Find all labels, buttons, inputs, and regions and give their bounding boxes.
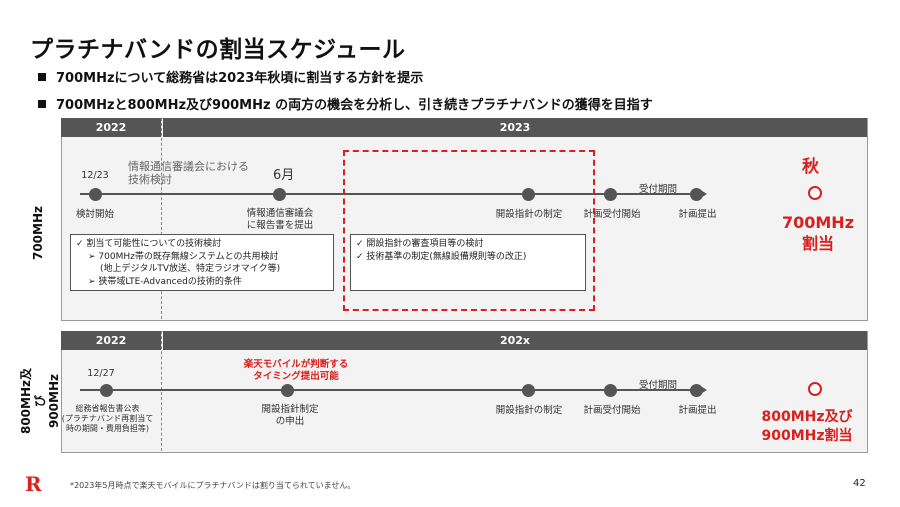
timeline-arrow-icon <box>699 189 707 199</box>
milestone-dot <box>89 188 102 201</box>
allocation-circle-icon <box>808 186 822 200</box>
council-note: 情報通信審議会における 技術検討 <box>128 160 249 186</box>
timeline-axis <box>80 193 700 195</box>
bullet-square-icon <box>38 100 46 108</box>
milestone-label-start: 検討開始 <box>75 209 114 220</box>
bullet-1: 700MHzについて総務省は2023年秋頃に割当する方針を提示 <box>38 67 423 86</box>
bullet-2-text: 700MHzと800MHz及び900MHz の両方の機会を分析し、引き続きプラチ… <box>56 98 653 113</box>
allocation-circle-icon <box>808 382 822 396</box>
bullet-1-text: 700MHzについて総務省は2023年秋頃に割当する方針を提示 <box>56 71 424 86</box>
milestone-dot <box>522 188 535 201</box>
tech-study-content: ✓ 割当て可能性についての技術検討 ➢ 700MHz帯の既存無線システムとの共用… <box>76 238 280 288</box>
year-divider <box>161 118 162 319</box>
june-label: 6月 <box>273 168 295 183</box>
milestone-dot <box>604 384 617 397</box>
timeline-axis <box>80 389 700 391</box>
footnote: *2023年5月時点で楽天モバイルにプラチナバンドは割り当てられていません。 <box>70 481 356 490</box>
guideline-review-content: ✓ 開設指針の審査項目等の検討 ✓ 技術基準の制定(無線設備規則等の改正) <box>356 238 526 264</box>
tech-study-item: ➢ 狭帯域LTE-Advancedの技術的条件 <box>88 276 242 287</box>
bullet-square-icon <box>38 73 46 81</box>
tech-study-item: ✓ 割当て可能性についての技術検討 <box>76 239 222 249</box>
tech-study-item: (地上デジタルTV放送、特定ラジオマイク等) <box>100 264 281 274</box>
date-label: 12/27 <box>87 368 115 379</box>
milestone-dot <box>690 188 703 201</box>
milestone-label-guideline: 開設指針の制定 <box>495 405 563 416</box>
year-header-202x: 202x <box>163 331 867 350</box>
milestone-label-submit: 計画提出 <box>678 209 717 220</box>
rakuten-logo-icon: R <box>25 472 42 496</box>
timeline-arrow-icon <box>699 385 707 395</box>
year-header-2023: 2023 <box>163 118 867 137</box>
milestone-dot <box>690 384 703 397</box>
milestone-label-accept: 計画受付開始 <box>583 405 641 416</box>
guideline-review-box <box>350 234 586 291</box>
milestone-label-report-published: 総務省報告書公表 (プラチナバンド再割当て 時の期間・費用負担等) <box>61 404 154 433</box>
tech-study-box <box>70 234 334 291</box>
allocation-800-900: 800MHz及び 900MHz割当 <box>761 409 853 444</box>
milestone-label-request: 開設指針制定 の申出 <box>261 404 319 427</box>
tech-study-item: ➢ 700MHz帯の既存無線システムとの共用検討 <box>88 251 279 262</box>
allocation-700: 700MHz 割当 <box>781 213 855 253</box>
year-divider <box>161 331 162 451</box>
bullet-2: 700MHzと800MHz及び900MHz の両方の機会を分析し、引き続きプラチ… <box>38 94 653 113</box>
milestone-label-report: 情報通信審議会 に報告書を提出 <box>246 208 314 231</box>
autumn-label: 秋 <box>802 157 819 177</box>
guideline-review-item: ✓ 開設指針の審査項目等の検討 <box>356 239 484 249</box>
guideline-review-item: ✓ 技術基準の制定(無線設備規則等の改正) <box>356 252 527 262</box>
date-label: 12/23 <box>81 170 109 181</box>
year-header-2022: 2022 <box>61 331 161 350</box>
year-header-2022: 2022 <box>61 118 161 137</box>
milestone-dot <box>273 188 286 201</box>
page-number: 42 <box>853 478 866 489</box>
uketsuke-label: 受付期間 <box>638 380 677 391</box>
uketsuke-label: 受付期間 <box>638 184 677 195</box>
page-title: プラチナバンドの割当スケジュール <box>30 37 406 63</box>
panel-800-900 <box>61 331 868 453</box>
milestone-label-submit: 計画提出 <box>678 405 717 416</box>
milestone-label-guideline: 開設指針の制定 <box>495 209 563 220</box>
milestone-dot <box>100 384 113 397</box>
milestone-dot <box>281 384 294 397</box>
rakuten-note: 楽天モバイルが判断する タイミング提出可能 <box>243 359 349 382</box>
milestone-label-accept: 計画受付開始 <box>583 209 641 220</box>
highlight-dashed-frame <box>343 150 595 311</box>
milestone-dot <box>522 384 535 397</box>
section-label-700: 700MHz <box>31 205 45 261</box>
section-label-800-900: 800MHz及び 900MHz <box>19 367 61 435</box>
milestone-dot <box>604 188 617 201</box>
